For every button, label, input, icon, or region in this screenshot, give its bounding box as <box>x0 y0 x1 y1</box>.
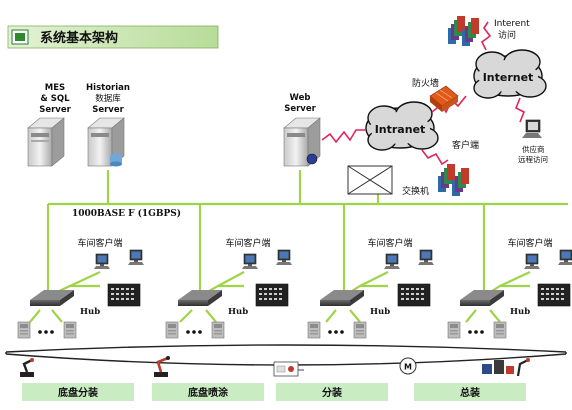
more-devices-dots <box>328 330 344 334</box>
backbone-label: 1000BASE F (1GBPS) <box>72 208 181 219</box>
field-device-icon <box>307 321 321 339</box>
intranet-label: Intranet <box>375 123 426 136</box>
historian-server-label-1: Historian <box>86 83 130 93</box>
supplier-label-1: 供应商 <box>522 144 545 154</box>
stage-band: 总装 <box>414 383 526 401</box>
hub-icon <box>178 290 222 306</box>
stage-label: 底盘喷涂 <box>188 386 229 399</box>
hub-icon <box>320 290 364 306</box>
workshop-group: 车间客户端 Hub <box>17 237 145 339</box>
monitor-icon <box>127 249 145 266</box>
title-bar: 系统基本架构 <box>7 25 219 49</box>
monitor-icon <box>383 253 401 270</box>
more-devices-dots <box>38 330 54 334</box>
stage-bands: 底盘分装 底盘喷涂 分装 总装 <box>22 383 526 401</box>
monitor-icon <box>241 253 259 270</box>
final-assembly-robots-icon <box>482 358 530 377</box>
intranet-cloud: Intranet <box>365 101 439 151</box>
hub-label: Hub <box>370 307 390 317</box>
client-icon <box>438 164 469 196</box>
web-server-label-1: Web <box>290 93 311 103</box>
field-device-icon <box>165 321 179 339</box>
hub-icon <box>30 290 74 306</box>
assembly-machine-icon <box>273 361 304 377</box>
plc-panel-icon <box>397 283 431 307</box>
workshop-client-label: 车间客户端 <box>507 237 552 249</box>
mes-server: MES & SQL Server <box>27 83 72 167</box>
stage-band: 底盘分装 <box>22 383 134 401</box>
network-lines <box>29 170 568 323</box>
internet-access-icon <box>448 16 479 46</box>
plc-panel-icon <box>107 283 141 307</box>
internet-access-label-2: 访问 <box>498 29 516 41</box>
hub-label: Hub <box>228 307 248 317</box>
internet-cloud: Internet <box>473 49 547 99</box>
field-device-icon <box>447 321 461 339</box>
diagram-title: 系统基本架构 <box>40 30 118 46</box>
hub-label: Hub <box>510 307 530 317</box>
workshop-group: 车间客户端 Hub <box>165 237 293 339</box>
firewall-label: 防火墙 <box>412 77 439 89</box>
hub-icon <box>460 290 504 306</box>
motor-icon: M <box>399 357 417 375</box>
hub-label: Hub <box>80 307 100 317</box>
client-label: 客户端 <box>452 139 479 151</box>
monitor-icon <box>523 253 541 270</box>
web-server-label-2: Server <box>284 104 316 114</box>
internet-access-label-1: Interent <box>494 19 530 29</box>
historian-server: Historian 数据库 Server <box>86 83 130 167</box>
more-devices-dots <box>186 330 202 334</box>
monitor-icon <box>417 249 435 266</box>
paint-robot-icon <box>154 356 170 377</box>
field-device-icon <box>63 321 77 339</box>
field-device-icon <box>17 321 31 339</box>
field-device-icon <box>493 321 507 339</box>
switch-label: 交换机 <box>402 185 429 197</box>
more-devices-dots <box>468 330 484 334</box>
workshop-groups: 车间客户端 Hub 车间客户端 Hub 车间客户端 Hub 车间客户端 Hub <box>17 237 572 339</box>
field-device-icon <box>211 321 225 339</box>
workshop-client-label: 车间客户端 <box>77 237 122 249</box>
mes-server-icon <box>27 117 65 167</box>
stage-band: 底盘喷涂 <box>152 383 264 401</box>
historian-server-icon <box>87 117 125 167</box>
monitor-icon <box>93 253 111 270</box>
workshop-group: 车间客户端 Hub <box>307 237 435 339</box>
supplier-computer-icon <box>522 119 542 138</box>
web-server: Web Server <box>283 93 321 167</box>
plc-panel-icon <box>255 283 289 307</box>
supplier-label-2: 远程访问 <box>518 154 548 164</box>
stage-label: 分装 <box>322 386 342 399</box>
workshop-client-label: 车间客户端 <box>225 237 270 249</box>
historian-server-label-3: Server <box>92 105 124 115</box>
firewall-icon <box>429 85 459 112</box>
switch-icon <box>347 165 393 195</box>
svg-text:M: M <box>404 363 412 372</box>
internet-label: Internet <box>483 71 534 84</box>
monitor-icon <box>557 249 572 266</box>
monitor-icon <box>275 249 293 266</box>
mes-server-label-1: MES <box>45 83 65 93</box>
stage-label: 底盘分装 <box>58 386 98 399</box>
stage-band: 分装 <box>276 383 388 401</box>
web-server-icon <box>283 117 321 167</box>
field-device-icon <box>353 321 367 339</box>
robot-arm-icon <box>20 358 34 377</box>
mes-server-label-2: & SQL <box>40 94 70 104</box>
stage-label: 总装 <box>460 386 480 399</box>
mes-server-label-3: Server <box>39 105 71 115</box>
workshop-group: 车间客户端 Hub <box>447 237 572 339</box>
workshop-client-label: 车间客户端 <box>367 237 412 249</box>
plc-panel-icon <box>537 283 571 307</box>
historian-server-label-2: 数据库 <box>95 93 121 104</box>
